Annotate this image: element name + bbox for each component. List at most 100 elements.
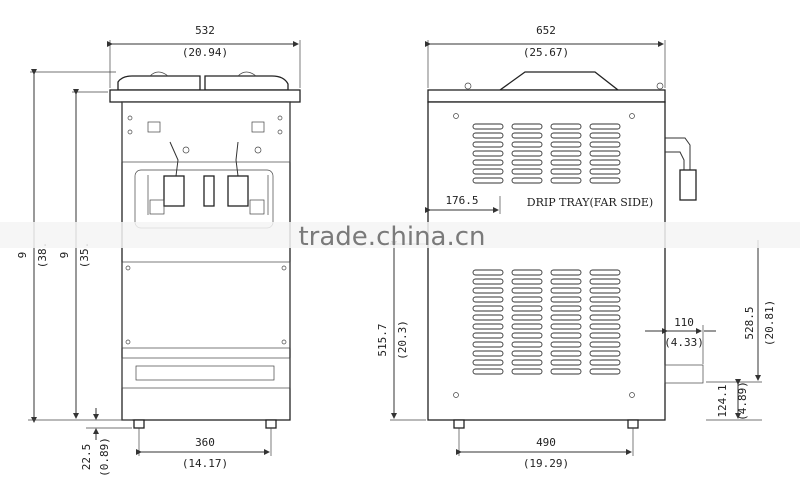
vent-slot — [511, 323, 543, 330]
vent-slot — [511, 305, 543, 312]
side-nozzle — [679, 169, 697, 201]
right-spout — [227, 175, 249, 207]
front-foot-spacing-mm: 360 — [195, 436, 215, 449]
watermark-band — [0, 222, 800, 248]
tray-top-in: (20.81) — [763, 300, 776, 346]
vent-slot — [589, 323, 621, 330]
vent-slot — [472, 287, 504, 294]
vent-slot — [511, 168, 543, 175]
vent-slot — [511, 159, 543, 166]
front-drip-tray — [121, 357, 291, 389]
left-hopper-knob — [149, 71, 169, 77]
vent-slot — [472, 278, 504, 285]
tray-offset-mm: 176.5 — [445, 194, 478, 207]
side-top-cap — [427, 89, 666, 103]
lower-vent-grille — [472, 269, 621, 375]
vent-slot — [472, 323, 504, 330]
vent-slot — [550, 341, 582, 348]
screw-icon — [127, 115, 133, 121]
tray-top-mm: 528.5 — [743, 306, 756, 339]
vent-slot — [511, 287, 543, 294]
knob-icon — [182, 146, 190, 154]
vent-slot — [589, 287, 621, 294]
vent-slot — [589, 123, 621, 130]
vent-slot — [589, 168, 621, 175]
vent-slot — [511, 123, 543, 130]
vent-slot — [589, 150, 621, 157]
vent-slot — [550, 150, 582, 157]
front-width-mm: 532 — [195, 24, 215, 37]
vent-slot — [472, 168, 504, 175]
side-top-hump — [497, 71, 620, 91]
vent-slot — [589, 132, 621, 139]
side-drip-tray — [664, 364, 704, 384]
vent-slot — [472, 359, 504, 366]
overall-height-mm: 9 — [16, 252, 29, 259]
vent-slot — [589, 278, 621, 285]
vent-slot — [589, 314, 621, 321]
vent-slot — [550, 141, 582, 148]
vent-slot — [550, 350, 582, 357]
front-view: 532 (20.94) 9 (38. 9 (35. 22.5 (0.89) 36… — [16, 24, 301, 477]
vent-slot — [550, 323, 582, 330]
right-hopper-knob — [237, 71, 257, 77]
vent-slot — [511, 332, 543, 339]
right-switch — [251, 121, 265, 133]
left-spout — [163, 175, 185, 207]
vent-slot — [472, 314, 504, 321]
vent-slot — [550, 159, 582, 166]
vent-slot — [550, 168, 582, 175]
vent-slot — [472, 123, 504, 130]
left-lever — [169, 141, 179, 177]
front-control-panel — [121, 101, 291, 163]
vent-slot — [589, 269, 621, 276]
side-view: 652 (25.67) 176.5 DRIP TRAY(FAR SIDE) 51… — [376, 24, 776, 470]
vent-slot — [472, 350, 504, 357]
vent-slot — [511, 269, 543, 276]
vent-slot — [472, 305, 504, 312]
mid-spout — [203, 175, 215, 207]
vent-slot — [589, 159, 621, 166]
watermark-text: trade.china.cn — [298, 222, 485, 252]
vent-slot — [511, 150, 543, 157]
vent-slot — [550, 296, 582, 303]
vent-slot — [589, 341, 621, 348]
vent-slot — [472, 177, 504, 184]
vent-slot — [589, 359, 621, 366]
right-lever — [235, 141, 239, 177]
vent-slot — [472, 150, 504, 157]
right-foot — [265, 419, 277, 429]
body-height-mm: 9 — [58, 252, 71, 259]
tray-height-mm: 124.1 — [716, 384, 729, 417]
screw-icon — [277, 115, 283, 121]
vent-slot — [472, 269, 504, 276]
vent-slot — [511, 296, 543, 303]
foot-height-in: (0.89) — [98, 437, 111, 477]
front-width-in: (20.94) — [182, 46, 228, 59]
vent-slot — [472, 368, 504, 375]
vent-slot — [550, 314, 582, 321]
vent-slot — [589, 332, 621, 339]
vent-slot — [589, 296, 621, 303]
front-top-cap — [109, 89, 301, 103]
tray-depth-in: (4.33) — [664, 336, 704, 349]
vent-slot — [550, 177, 582, 184]
vent-slot — [550, 305, 582, 312]
screw-icon — [277, 129, 283, 135]
right-hopper-lid — [204, 75, 289, 91]
knob-icon — [254, 146, 262, 154]
screw-icon — [127, 129, 133, 135]
body-height-in: (35. — [78, 242, 91, 269]
vent-slot — [511, 132, 543, 139]
vent-slot — [589, 368, 621, 375]
vent-slot — [550, 368, 582, 375]
vent-slot — [511, 177, 543, 184]
left-hopper-lid — [117, 75, 201, 91]
lower-height-in: (20.3) — [396, 320, 409, 360]
vent-slot — [472, 132, 504, 139]
front-lower-door — [121, 261, 291, 349]
vent-slot — [550, 123, 582, 130]
vent-slot — [472, 296, 504, 303]
